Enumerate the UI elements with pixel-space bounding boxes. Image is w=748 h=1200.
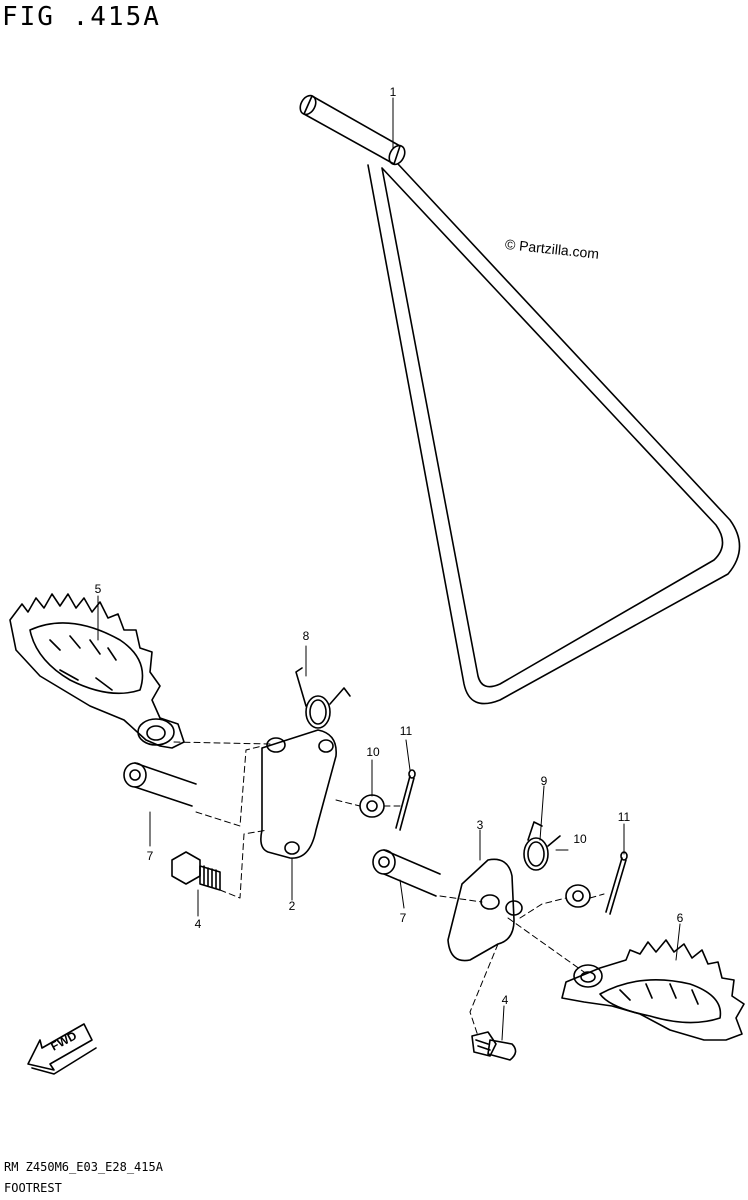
left-footpeg [9, 593, 185, 749]
left-washer [359, 794, 385, 818]
figure-title: FIG .415A [2, 2, 161, 32]
callout-leaders [97, 97, 681, 1041]
callout-1: 1 [389, 85, 397, 99]
right-spring [523, 821, 561, 871]
right-pin [372, 849, 441, 897]
right-bolt [471, 1031, 517, 1061]
callout-7-right: 7 [399, 911, 407, 925]
side-stand [299, 94, 741, 705]
callout-2: 2 [288, 899, 296, 913]
left-cotter-pin [395, 769, 416, 831]
forward-arrow-icon [27, 1023, 97, 1075]
figure-caption: FOOTREST [4, 1181, 62, 1195]
assembly-lines [173, 741, 605, 1037]
model-code: RM Z450M6_E03_E28_415A [4, 1160, 163, 1174]
left-spring [295, 667, 351, 729]
right-cotter-pin [605, 851, 628, 915]
left-pin [123, 762, 197, 807]
callout-9: 9 [540, 774, 548, 788]
callout-5: 5 [94, 582, 102, 596]
right-bracket [447, 858, 523, 962]
callout-4-left: 4 [194, 917, 202, 931]
callout-4-right: 4 [501, 993, 509, 1007]
callout-7-left: 7 [146, 849, 154, 863]
left-bracket [260, 729, 337, 859]
callout-8: 8 [302, 629, 310, 643]
callout-11-left: 11 [399, 724, 413, 738]
callout-6: 6 [676, 911, 684, 925]
callout-3: 3 [476, 818, 484, 832]
callout-10-right: 10 [573, 832, 587, 846]
callout-10-left: 10 [366, 745, 380, 759]
right-washer [565, 884, 591, 908]
callout-11-right: 11 [617, 810, 631, 824]
right-footpeg [561, 939, 745, 1041]
left-bolt [171, 851, 221, 891]
